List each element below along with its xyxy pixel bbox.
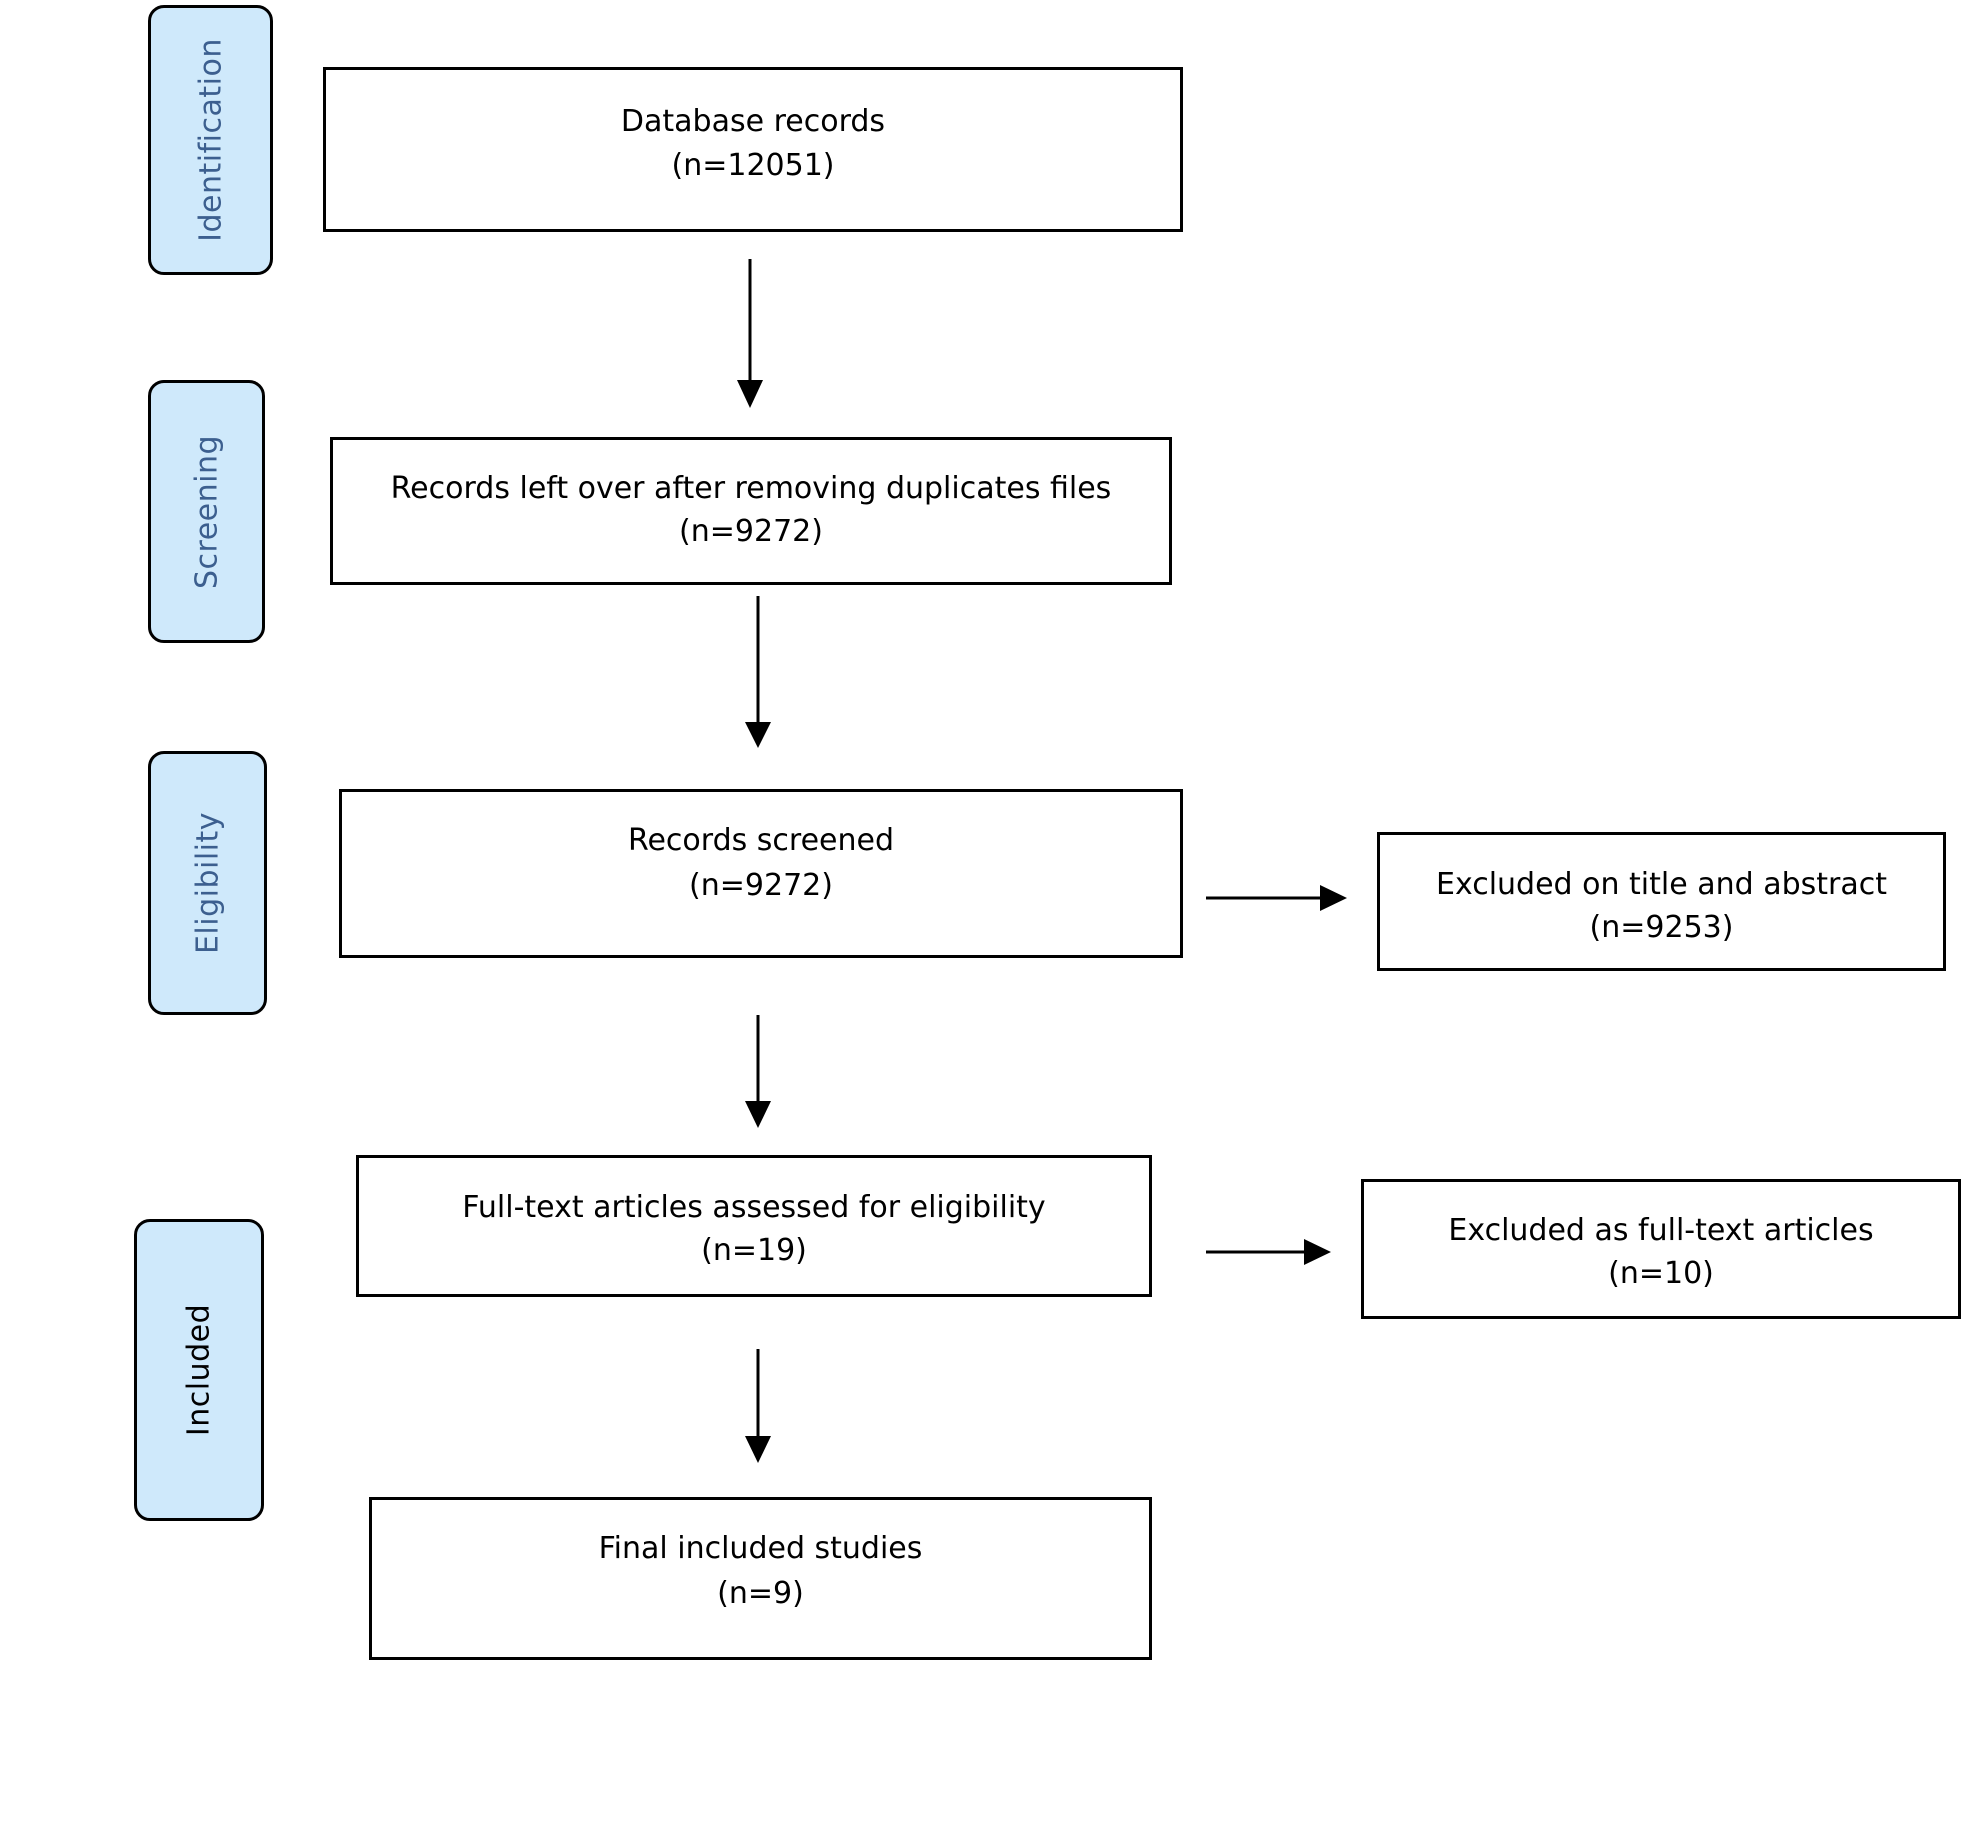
excluded-title-abstract-count: (n=9253) [1589,910,1734,945]
phase-eligibility: Eligibility [148,751,267,1015]
database-records-count: (n=12051) [671,148,835,183]
excluded-fulltext-title: Excluded as full-text articles [1448,1213,1874,1248]
after-duplicates-title: Records left over after removing duplica… [390,471,1112,506]
database-records-box: Database records (n=12051) [323,67,1183,232]
excluded-fulltext-count: (n=10) [1608,1256,1714,1291]
fulltext-assessed-count: (n=19) [701,1233,807,1268]
final-included-count: (n=9) [717,1576,804,1611]
arrowhead-screened-to-fulltext [745,1101,771,1128]
arrowhead-fulltext-to-excluded [1304,1239,1331,1265]
excluded-title-abstract-box: Excluded on title and abstract (n=9253) [1377,832,1946,971]
arrowhead-fulltext-to-final [745,1436,771,1463]
excluded-title-abstract-title: Excluded on title and abstract [1436,867,1887,902]
fulltext-assessed-box: Full-text articles assessed for eligibil… [356,1155,1152,1297]
database-records-title: Database records [620,104,886,139]
phase-included: Included [134,1219,264,1521]
records-screened-title: Records screened [627,823,895,858]
arrowhead-screened-to-excluded [1320,885,1347,911]
after-duplicates-count: (n=9272) [679,514,823,549]
final-included-box: Final included studies (n=9) [369,1497,1152,1660]
records-screened-count: (n=9272) [689,868,833,903]
arrowhead-duplicates-to-screened [745,722,771,748]
phase-identification: Identification [148,5,273,275]
after-duplicates-box: Records left over after removing duplica… [330,437,1172,585]
phase-screening: Screening [148,380,265,643]
excluded-fulltext-box: Excluded as full-text articles (n=10) [1361,1179,1961,1319]
records-screened-box: Records screened (n=9272) [339,789,1183,958]
arrowhead-database-to-duplicates [737,380,763,408]
fulltext-assessed-title: Full-text articles assessed for eligibil… [462,1190,1046,1225]
final-included-title: Final included studies [598,1531,923,1566]
